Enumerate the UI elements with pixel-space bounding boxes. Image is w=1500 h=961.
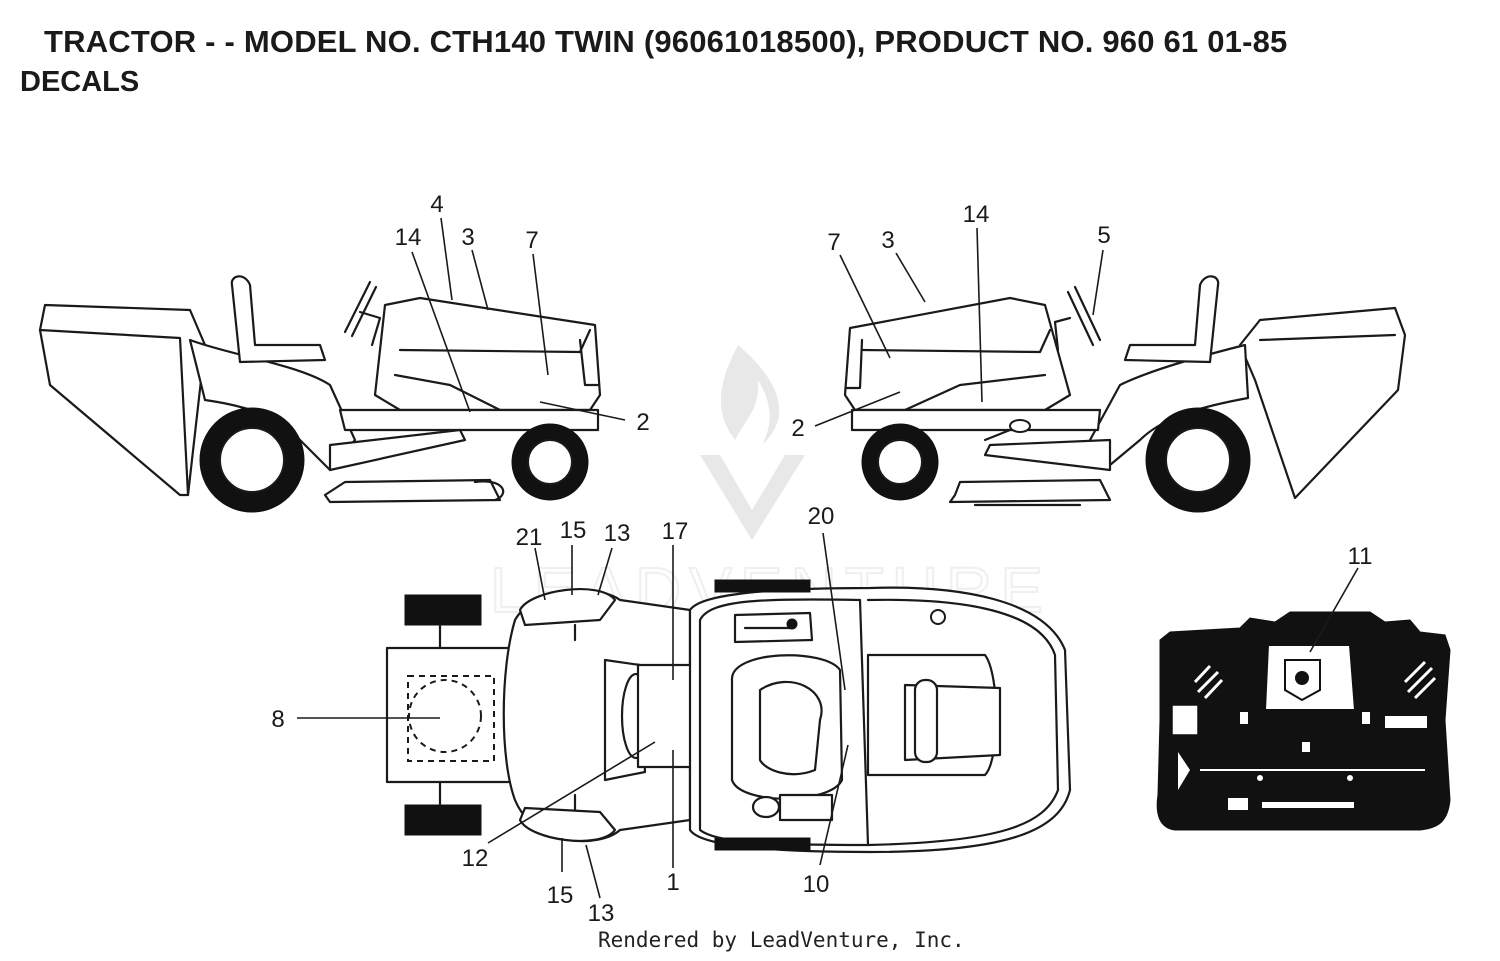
callout-7: 7: [827, 229, 840, 256]
section-subtitle: DECALS: [20, 66, 140, 98]
tractor-right-side-view: [843, 275, 1407, 513]
tractor-top-view: [385, 579, 1072, 854]
callout-1: 1: [666, 869, 679, 896]
callout-8: 8: [271, 706, 284, 733]
callout-3: 3: [881, 227, 894, 254]
callout-15: 15: [547, 882, 574, 909]
tractor-left-side-view: [38, 275, 602, 513]
callout-15: 15: [560, 517, 587, 544]
callout-2: 2: [636, 409, 649, 436]
page-title: TRACTOR - - MODEL NO. CTH140 TWIN (96061…: [44, 24, 1288, 59]
callout-4: 4: [430, 191, 443, 218]
callout-numbers: 4 14 3 7 2 14 7 3 5 2 21 15 13 17 20 8 1…: [271, 191, 1372, 927]
callout-2: 2: [791, 415, 804, 442]
rendered-by-footer: Rendered by LeadVenture, Inc.: [598, 928, 965, 952]
callout-14: 14: [963, 201, 990, 228]
callout-13: 13: [604, 520, 631, 547]
leader-lines: [297, 217, 1359, 899]
callout-21: 21: [516, 524, 543, 551]
callout-3: 3: [461, 224, 474, 251]
callout-14: 14: [395, 224, 422, 251]
callout-5: 5: [1097, 222, 1110, 249]
callout-13: 13: [588, 900, 615, 927]
callout-17: 17: [662, 518, 689, 545]
callout-12: 12: [462, 845, 489, 872]
callout-7: 7: [525, 227, 538, 254]
callout-20: 20: [808, 503, 835, 530]
tractor-rear-view: [1156, 611, 1451, 831]
callout-11: 11: [1348, 543, 1373, 570]
callout-10: 10: [803, 871, 830, 898]
